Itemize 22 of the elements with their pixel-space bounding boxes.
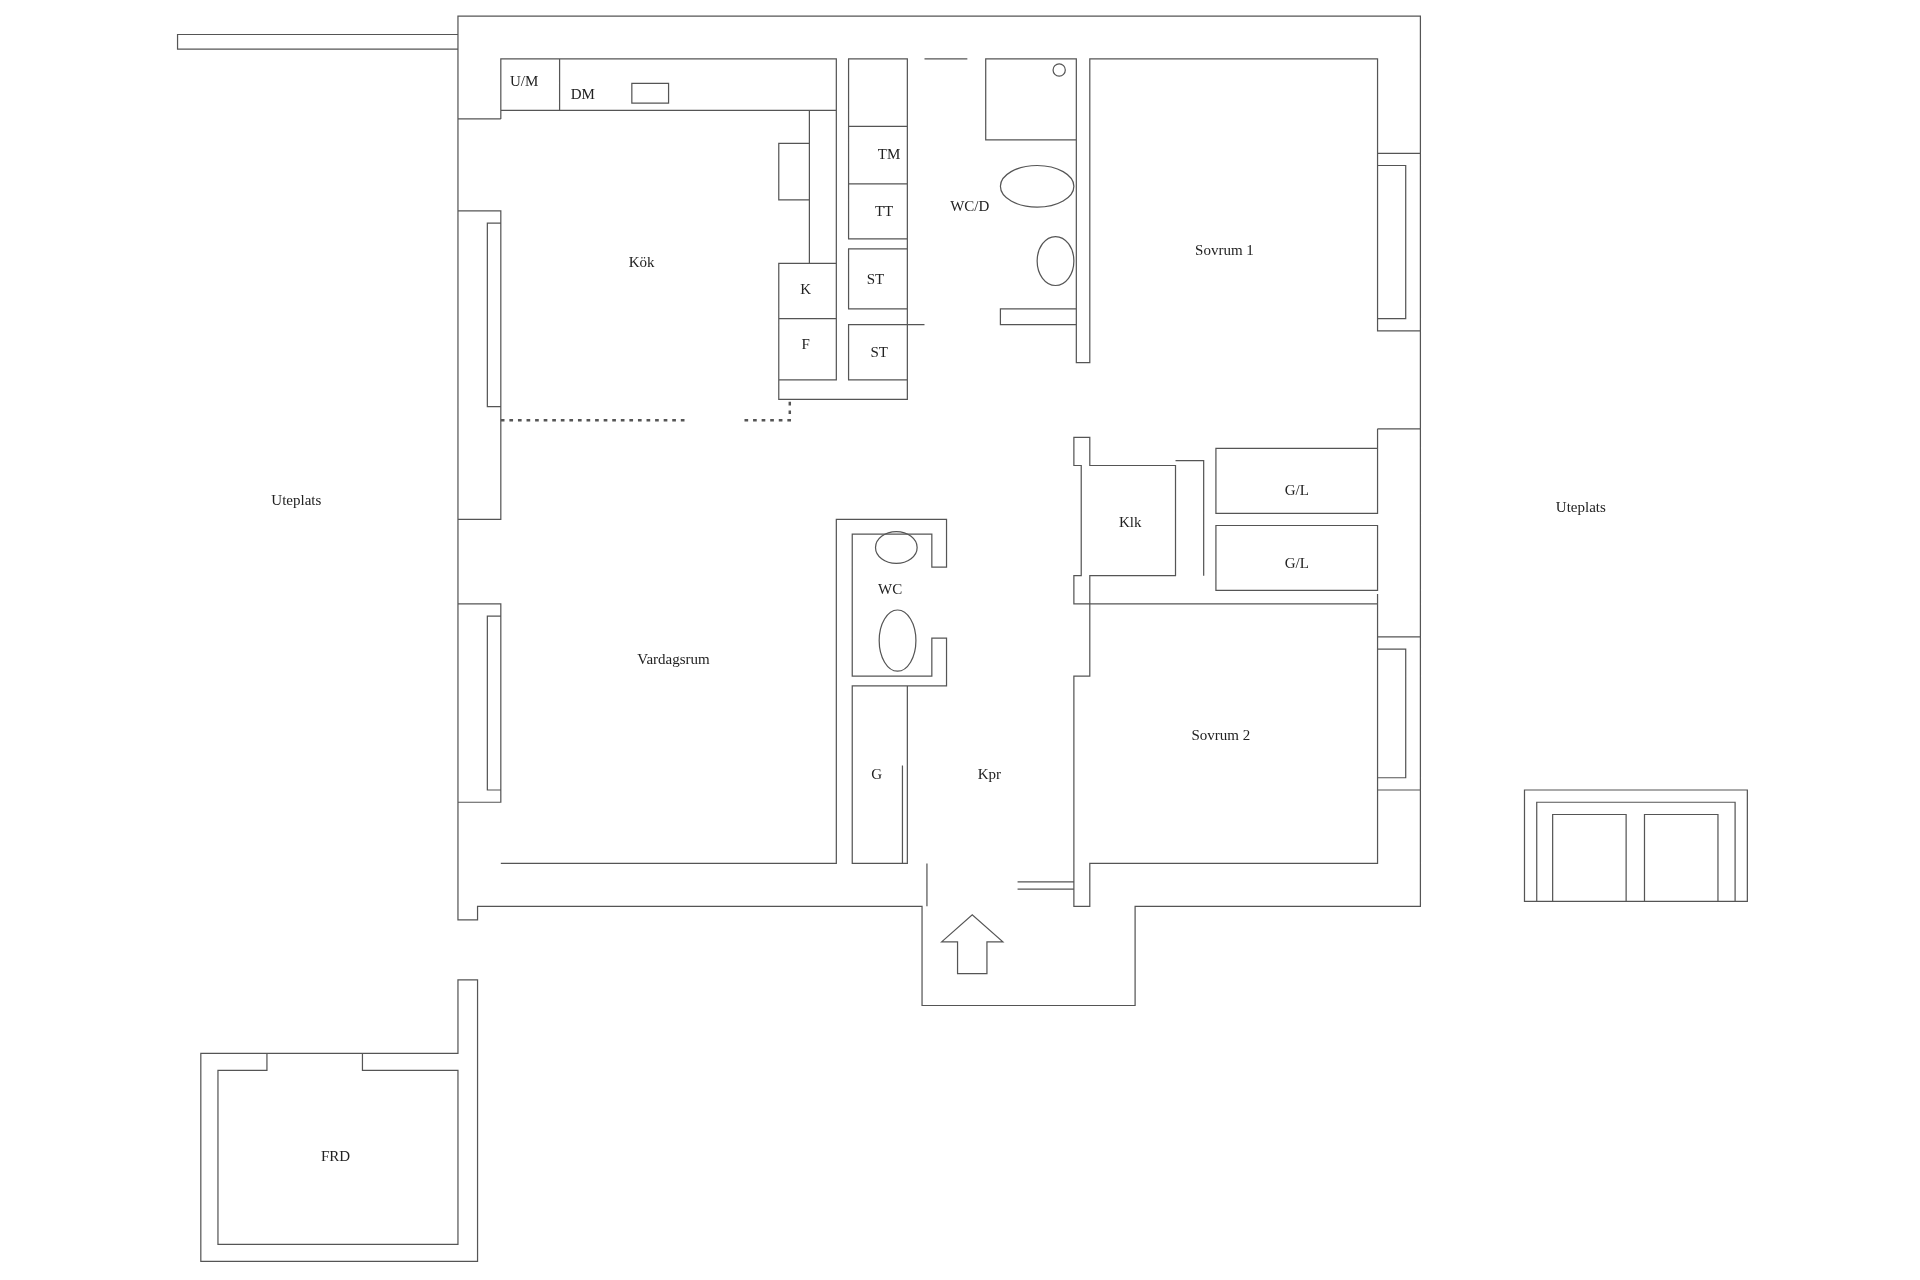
room-label: G bbox=[871, 764, 883, 784]
room-label: DM bbox=[570, 85, 595, 105]
room-label: Klk bbox=[1118, 512, 1142, 532]
room-label: Kök bbox=[628, 252, 655, 272]
room-label: ST bbox=[870, 342, 888, 362]
room-label: ST bbox=[866, 270, 885, 289]
room-label: G/L bbox=[1284, 480, 1309, 500]
room-label: FRD bbox=[320, 1147, 351, 1167]
room-label: F bbox=[801, 334, 810, 354]
room-label: U/M bbox=[509, 71, 539, 91]
room-label: WC/D bbox=[950, 196, 990, 216]
room-label: Vardagsrum bbox=[637, 649, 710, 669]
room-label: Kpr bbox=[977, 764, 1002, 784]
room-label: Sovrum 1 bbox=[1195, 240, 1254, 260]
room-label: Uteplats bbox=[1555, 497, 1606, 517]
room-label: G/L bbox=[1284, 554, 1309, 574]
room-label: Sovrum 2 bbox=[1191, 725, 1251, 745]
room-label: TT bbox=[874, 201, 894, 221]
room-label: K bbox=[800, 279, 812, 299]
room-label: TM bbox=[877, 145, 901, 165]
room-label: WC bbox=[878, 579, 903, 599]
room-label: Uteplats bbox=[271, 490, 322, 510]
